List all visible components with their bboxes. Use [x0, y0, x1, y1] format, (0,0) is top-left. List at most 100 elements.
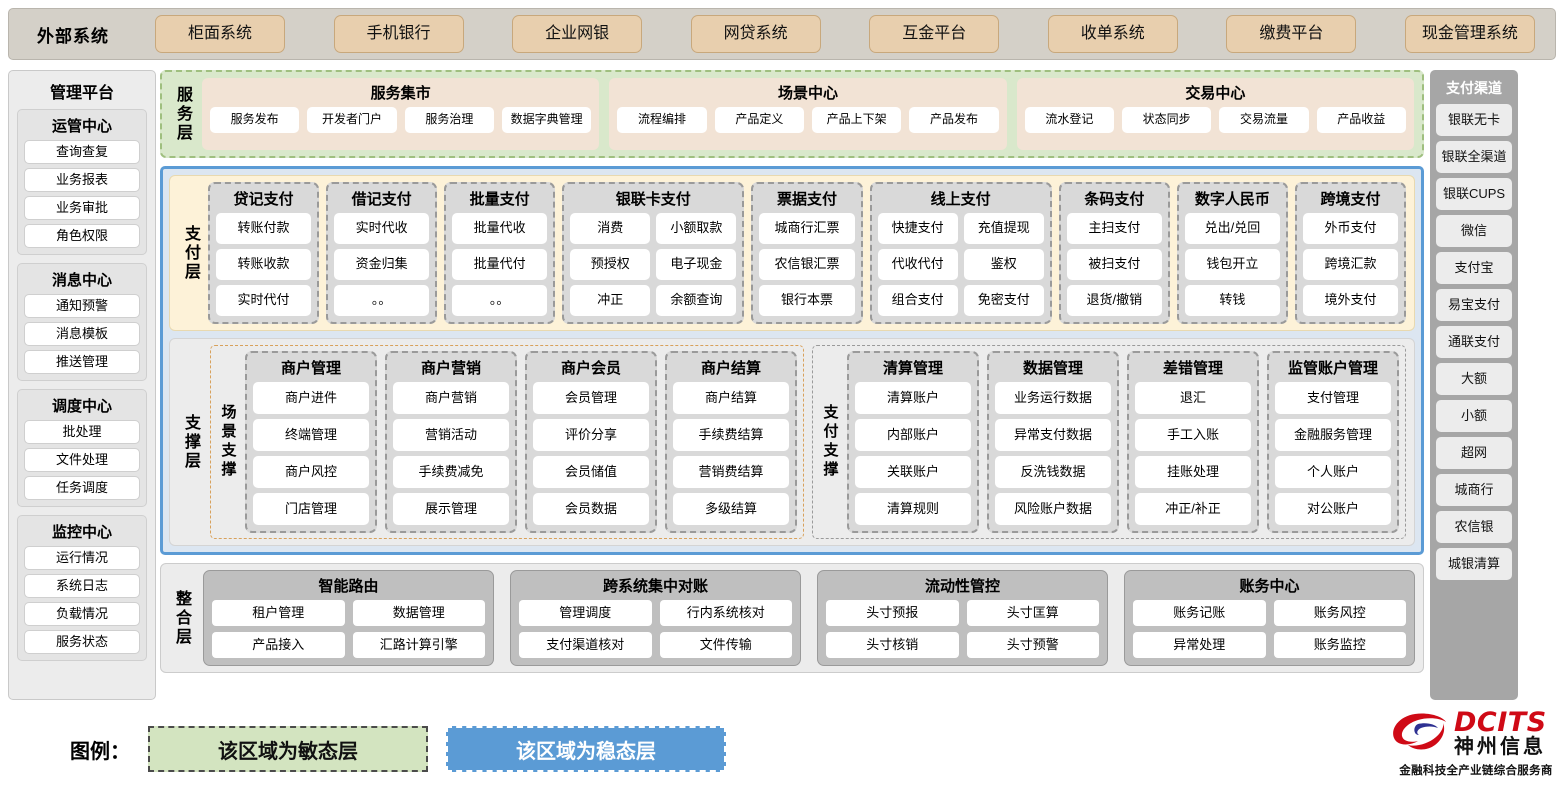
support-item[interactable]: 业务运行数据: [995, 382, 1111, 414]
payment-item[interactable]: 外币支付: [1303, 213, 1398, 244]
support-item[interactable]: 挂账处理: [1135, 456, 1251, 488]
payment-item[interactable]: 电子现金: [656, 249, 736, 280]
integration-item[interactable]: 租户管理: [212, 600, 345, 626]
payment-channel-item[interactable]: 城银清算: [1436, 548, 1512, 580]
payment-item[interactable]: 批量代付: [452, 249, 547, 280]
management-item[interactable]: 业务报表: [24, 168, 140, 192]
service-item[interactable]: 产品发布: [909, 107, 998, 133]
support-item[interactable]: 个人账户: [1275, 456, 1391, 488]
payment-item[interactable]: 。。: [452, 285, 547, 316]
payment-item[interactable]: 被扫支付: [1067, 249, 1162, 280]
integration-item[interactable]: 行内系统核对: [660, 600, 793, 626]
external-system-item[interactable]: 互金平台: [869, 15, 999, 53]
integration-item[interactable]: 文件传输: [660, 632, 793, 658]
payment-item[interactable]: 钱包开立: [1185, 249, 1280, 280]
support-item[interactable]: 营销活动: [393, 419, 509, 451]
management-item[interactable]: 消息模板: [24, 322, 140, 346]
payment-item[interactable]: 预授权: [570, 249, 650, 280]
payment-item[interactable]: 兑出/兑回: [1185, 213, 1280, 244]
support-item[interactable]: 营销费结算: [673, 456, 789, 488]
payment-channel-item[interactable]: 银联全渠道: [1436, 141, 1512, 173]
payment-item[interactable]: 退货/撤销: [1067, 285, 1162, 316]
support-item[interactable]: 商户结算: [673, 382, 789, 414]
payment-item[interactable]: 实时代收: [334, 213, 429, 244]
payment-item[interactable]: 农信银汇票: [759, 249, 854, 280]
support-item[interactable]: 终端管理: [253, 419, 369, 451]
payment-item[interactable]: 资金归集: [334, 249, 429, 280]
management-item[interactable]: 推送管理: [24, 350, 140, 374]
support-item[interactable]: 会员储值: [533, 456, 649, 488]
integration-item[interactable]: 管理调度: [519, 600, 652, 626]
payment-item[interactable]: 。。: [334, 285, 429, 316]
integration-item[interactable]: 头寸核销: [826, 632, 959, 658]
payment-channel-item[interactable]: 微信: [1436, 215, 1512, 247]
support-item[interactable]: 反洗钱数据: [995, 456, 1111, 488]
payment-item[interactable]: 快捷支付: [878, 213, 958, 244]
external-system-item[interactable]: 现金管理系统: [1405, 15, 1535, 53]
payment-channel-item[interactable]: 城商行: [1436, 474, 1512, 506]
management-item[interactable]: 查询查复: [24, 140, 140, 164]
support-item[interactable]: 金融服务管理: [1275, 419, 1391, 451]
payment-item[interactable]: 小额取款: [656, 213, 736, 244]
management-item[interactable]: 系统日志: [24, 574, 140, 598]
payment-item[interactable]: 跨境汇款: [1303, 249, 1398, 280]
payment-item[interactable]: 境外支付: [1303, 285, 1398, 316]
payment-item[interactable]: 银行本票: [759, 285, 854, 316]
integration-item[interactable]: 账务记账: [1133, 600, 1266, 626]
service-item[interactable]: 开发者门户: [307, 107, 396, 133]
integration-item[interactable]: 头寸匡算: [967, 600, 1100, 626]
service-item[interactable]: 流程编排: [617, 107, 706, 133]
payment-item[interactable]: 实时代付: [216, 285, 311, 316]
support-item[interactable]: 清算规则: [855, 493, 971, 525]
external-system-item[interactable]: 缴费平台: [1226, 15, 1356, 53]
management-item[interactable]: 服务状态: [24, 630, 140, 654]
support-item[interactable]: 评价分享: [533, 419, 649, 451]
payment-item[interactable]: 城商行汇票: [759, 213, 854, 244]
external-system-item[interactable]: 手机银行: [334, 15, 464, 53]
integration-item[interactable]: 支付渠道核对: [519, 632, 652, 658]
payment-channel-item[interactable]: 大额: [1436, 363, 1512, 395]
management-item[interactable]: 任务调度: [24, 476, 140, 500]
management-item[interactable]: 通知预警: [24, 294, 140, 318]
support-item[interactable]: 内部账户: [855, 419, 971, 451]
service-item[interactable]: 流水登记: [1025, 107, 1114, 133]
support-item[interactable]: 风险账户数据: [995, 493, 1111, 525]
payment-item[interactable]: 批量代收: [452, 213, 547, 244]
external-system-item[interactable]: 柜面系统: [155, 15, 285, 53]
support-item[interactable]: 支付管理: [1275, 382, 1391, 414]
support-item[interactable]: 展示管理: [393, 493, 509, 525]
integration-item[interactable]: 账务监控: [1274, 632, 1407, 658]
management-item[interactable]: 负载情况: [24, 602, 140, 626]
payment-channel-item[interactable]: 银联无卡: [1436, 104, 1512, 136]
payment-item[interactable]: 转钱: [1185, 285, 1280, 316]
integration-item[interactable]: 头寸预报: [826, 600, 959, 626]
payment-item[interactable]: 转账收款: [216, 249, 311, 280]
payment-channel-item[interactable]: 通联支付: [1436, 326, 1512, 358]
payment-channel-item[interactable]: 超网: [1436, 437, 1512, 469]
support-item[interactable]: 商户风控: [253, 456, 369, 488]
service-item[interactable]: 状态同步: [1122, 107, 1211, 133]
management-item[interactable]: 批处理: [24, 420, 140, 444]
support-item[interactable]: 门店管理: [253, 493, 369, 525]
management-item[interactable]: 角色权限: [24, 224, 140, 248]
support-item[interactable]: 手续费减免: [393, 456, 509, 488]
support-item[interactable]: 退汇: [1135, 382, 1251, 414]
integration-item[interactable]: 汇路计算引擎: [353, 632, 486, 658]
payment-item[interactable]: 转账付款: [216, 213, 311, 244]
payment-item[interactable]: 组合支付: [878, 285, 958, 316]
payment-item[interactable]: 冲正: [570, 285, 650, 316]
service-item[interactable]: 产品定义: [715, 107, 804, 133]
payment-item[interactable]: 余额查询: [656, 285, 736, 316]
payment-channel-item[interactable]: 银联CUPS: [1436, 178, 1512, 210]
management-item[interactable]: 业务审批: [24, 196, 140, 220]
payment-item[interactable]: 鉴权: [964, 249, 1044, 280]
support-item[interactable]: 手续费结算: [673, 419, 789, 451]
support-item[interactable]: 手工入账: [1135, 419, 1251, 451]
payment-item[interactable]: 消费: [570, 213, 650, 244]
service-item[interactable]: 服务治理: [405, 107, 494, 133]
support-item[interactable]: 关联账户: [855, 456, 971, 488]
management-item[interactable]: 运行情况: [24, 546, 140, 570]
integration-item[interactable]: 账务风控: [1274, 600, 1407, 626]
integration-item[interactable]: 头寸预警: [967, 632, 1100, 658]
payment-item[interactable]: 充值提现: [964, 213, 1044, 244]
